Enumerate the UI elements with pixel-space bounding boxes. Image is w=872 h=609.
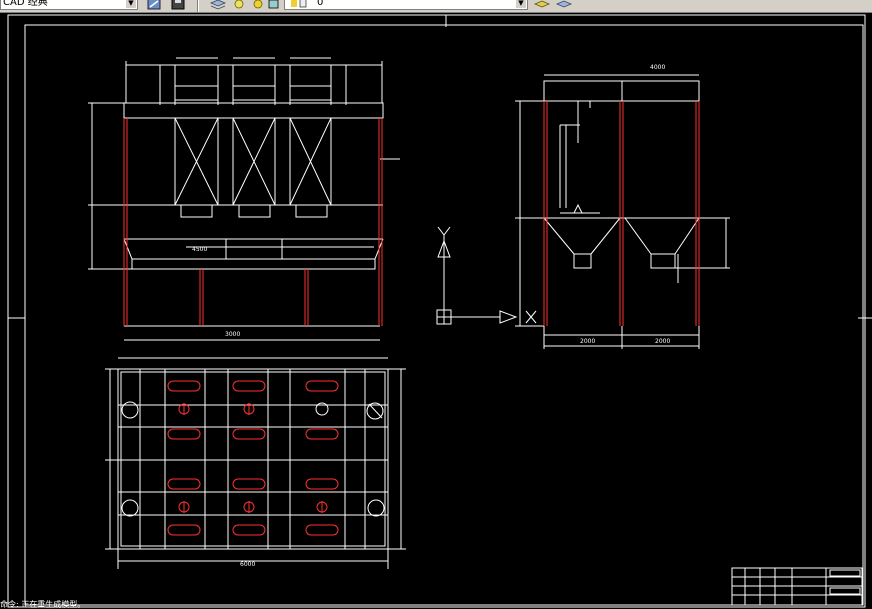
workspace-settings-icon[interactable] [146,0,162,11]
workspace-dropdown[interactable]: CAD 经典 ▼ [0,0,138,10]
plan-view-openings [167,380,339,536]
make-current-icon[interactable] [534,0,550,11]
plan-view [105,357,406,569]
layer-value: 0 [317,0,324,8]
dim-text: 3000 [225,331,240,338]
front-view [88,57,400,341]
side-view-columns [543,101,700,326]
layer-manager-icon[interactable] [210,0,226,11]
layer-dropdown[interactable]: 0 ▼ [284,0,528,10]
ucs-icon [436,226,537,325]
layer-flags-icon [291,0,307,8]
command-line[interactable]: 命令: 正在重生成模型。 [0,600,160,609]
dim-text: 4500 [192,246,207,253]
workspace-value: CAD 经典 [3,0,48,8]
dim-text: 2000 [655,338,670,345]
layer-props-icon[interactable] [556,0,572,11]
drawing-canvas[interactable]: 4500 3000 2000 2000 4000 6000 [0,13,872,609]
cad-toolbar: CAD 经典 ▼ 0 ▼ [0,0,872,13]
chevron-down-icon[interactable]: ▼ [126,0,136,8]
layer-prev-icon[interactable] [250,0,266,11]
workspace-save-icon[interactable] [170,0,186,11]
layer-state-icon[interactable] [234,0,250,11]
front-view-columns [123,118,383,326]
command-text: 命令: 正在重生成模型。 [0,600,86,609]
dim-text: 4000 [650,64,665,71]
side-view [515,74,730,349]
drawing-border-inner [24,24,864,606]
title-block [731,567,863,606]
toolbar-separator [197,0,199,12]
drawing-border-outer [7,14,866,608]
chevron-down-icon[interactable]: ▼ [516,0,526,8]
dim-text: 6000 [240,561,255,568]
dim-text: 2000 [580,338,595,345]
layer-color-icon[interactable] [266,0,282,11]
